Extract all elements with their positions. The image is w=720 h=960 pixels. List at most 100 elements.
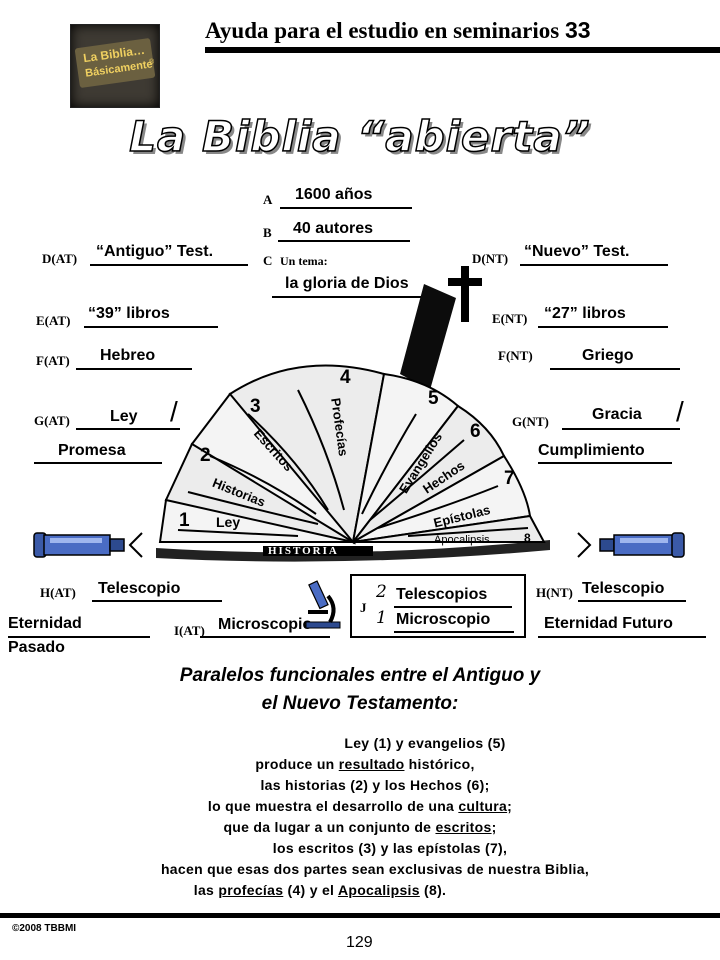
answer-g-at: Ley xyxy=(110,408,138,425)
label-d-at: D(AT) xyxy=(42,251,78,266)
j-line-1: Telescopios xyxy=(396,586,488,603)
section-number-2: 2 xyxy=(200,445,211,466)
footer-rule xyxy=(0,913,720,918)
header-title-row: Ayuda para el estudio en seminarios 33 xyxy=(205,17,591,44)
line-d-at xyxy=(90,264,248,266)
line-e-nt xyxy=(538,326,668,328)
parallels-line-4: lo que muestra el desarrollo de una cult… xyxy=(207,798,513,814)
answer-d-nt: “Nuevo” Test. xyxy=(524,243,630,260)
j-number-2: 1 xyxy=(376,608,387,628)
answer-b: 40 autores xyxy=(293,220,374,237)
label-g-nt: G(NT) xyxy=(512,414,549,429)
line-b xyxy=(278,240,410,242)
header-number: 33 xyxy=(564,17,591,43)
j-underline-2 xyxy=(394,631,514,633)
section-number-6: 6 xyxy=(470,421,481,442)
book-spine-text: HISTORIA xyxy=(268,545,339,557)
answer-i-at: Microscopio xyxy=(218,616,313,633)
parallels-line-6: los escritos (3) y las epístolas (7), xyxy=(272,840,508,856)
answer-h-nt: Telescopio xyxy=(582,580,665,597)
label-f-nt: F(NT) xyxy=(498,348,533,363)
line-h-at xyxy=(92,600,222,602)
label-i-at: I(AT) xyxy=(174,623,205,638)
answer-g-nt-2: Cumplimiento xyxy=(538,442,645,459)
slash-g-nt: / xyxy=(676,396,684,427)
section-number-4: 4 xyxy=(340,367,351,388)
line-g-nt xyxy=(562,428,680,430)
telescope-left-icon xyxy=(33,532,143,558)
section-number-1: 1 xyxy=(179,510,190,531)
section-name-apocalipsis: Apocalipsis xyxy=(434,534,490,546)
label-e-at: E(AT) xyxy=(36,313,71,328)
label-f-at: F(AT) xyxy=(36,353,70,368)
answer-h-at-sub1: Eternidad xyxy=(8,615,82,632)
line-f-nt xyxy=(550,368,680,370)
line-h-at-sub xyxy=(8,636,150,638)
label-h-at: H(AT) xyxy=(40,585,76,600)
line-c xyxy=(272,296,440,298)
c-prefix: Un tema: xyxy=(280,254,328,268)
line-g-nt-2 xyxy=(538,462,672,464)
parallels-title: Paralelos funcionales entre el Antiguo y… xyxy=(0,662,720,718)
section-number-3: 3 xyxy=(250,396,261,417)
line-g-at xyxy=(76,428,180,430)
answer-f-nt: Griego xyxy=(582,347,634,364)
line-h-nt-sub xyxy=(538,636,706,638)
answer-c: la gloria de Dios xyxy=(285,275,409,292)
header-logo: La Biblia… Básicamente ® xyxy=(70,24,160,108)
microscope-icon xyxy=(305,580,341,629)
j-line-2: Microscopio xyxy=(396,611,491,628)
parallels-line-7: hacen que esas dos partes sean exclusiva… xyxy=(160,861,590,877)
j-number-1: 2 xyxy=(376,582,387,602)
label-b: B xyxy=(263,225,272,240)
label-e-nt: E(NT) xyxy=(492,311,528,326)
parallels-line-1: Ley (1) y evangelios (5) xyxy=(344,735,506,751)
line-h-nt xyxy=(578,600,686,602)
label-g-at: G(AT) xyxy=(34,413,70,428)
line-i-at xyxy=(200,636,330,638)
answer-h-nt-sub: Eternidad Futuro xyxy=(544,615,673,632)
label-j: J xyxy=(360,600,367,615)
j-box: 2 Telescopios 1 Microscopio xyxy=(350,574,526,638)
section-number-5: 5 xyxy=(428,388,439,409)
footer-page-number: 129 xyxy=(346,934,373,951)
answer-f-at: Hebreo xyxy=(100,347,156,364)
label-d-nt: D(NT) xyxy=(472,251,509,266)
telescope-right-icon xyxy=(577,532,685,558)
parallels-title-line2: el Nuevo Testamento: xyxy=(261,693,459,714)
answer-a: 1600 años xyxy=(295,186,373,203)
section-number-8: 8 xyxy=(524,531,531,545)
j-underline-1 xyxy=(394,606,512,608)
line-g-at-2 xyxy=(34,462,162,464)
line-f-at xyxy=(76,368,192,370)
answer-g-at-2: Promesa xyxy=(58,442,126,459)
answer-e-at: “39” libros xyxy=(88,305,170,322)
answer-h-at: Telescopio xyxy=(98,580,181,597)
cross-icon xyxy=(448,266,482,322)
parallels-line-2: produce un resultado histórico, xyxy=(255,756,475,772)
line-d-nt xyxy=(520,264,668,266)
answer-h-at-sub2: Pasado xyxy=(8,639,65,656)
main-title: La Biblia “abierta” xyxy=(128,111,591,162)
open-book xyxy=(156,364,550,562)
parallels-title-line1: Paralelos funcionales entre el Antiguo y xyxy=(179,665,541,686)
parallels-line-5: que da lugar a un conjunto de escritos; xyxy=(223,819,497,835)
slash-g-at: / xyxy=(170,396,178,427)
answer-g-nt: Gracia xyxy=(592,406,642,423)
label-c: C xyxy=(263,253,273,268)
section-name-ley: Ley xyxy=(216,514,241,530)
bookmark-ribbon xyxy=(400,284,456,390)
label-a: A xyxy=(263,192,273,207)
parallels-line-3: las historias (2) y los Hechos (6); xyxy=(260,777,490,793)
parallels-line-8: las profecías (4) y el Apocalipsis (8). xyxy=(193,882,447,898)
header-rule xyxy=(205,47,720,53)
section-number-7: 7 xyxy=(504,468,515,489)
logo-mark: ® xyxy=(149,59,155,66)
line-e-at xyxy=(84,326,218,328)
answer-e-nt: “27” libros xyxy=(544,305,626,322)
label-h-nt: H(NT) xyxy=(536,585,573,600)
header-title: Ayuda para el estudio en seminarios xyxy=(205,18,560,43)
answer-d-at: “Antiguo” Test. xyxy=(96,243,214,260)
footer-copyright: ©2008 TBBMI xyxy=(12,923,77,934)
line-a xyxy=(280,207,412,209)
